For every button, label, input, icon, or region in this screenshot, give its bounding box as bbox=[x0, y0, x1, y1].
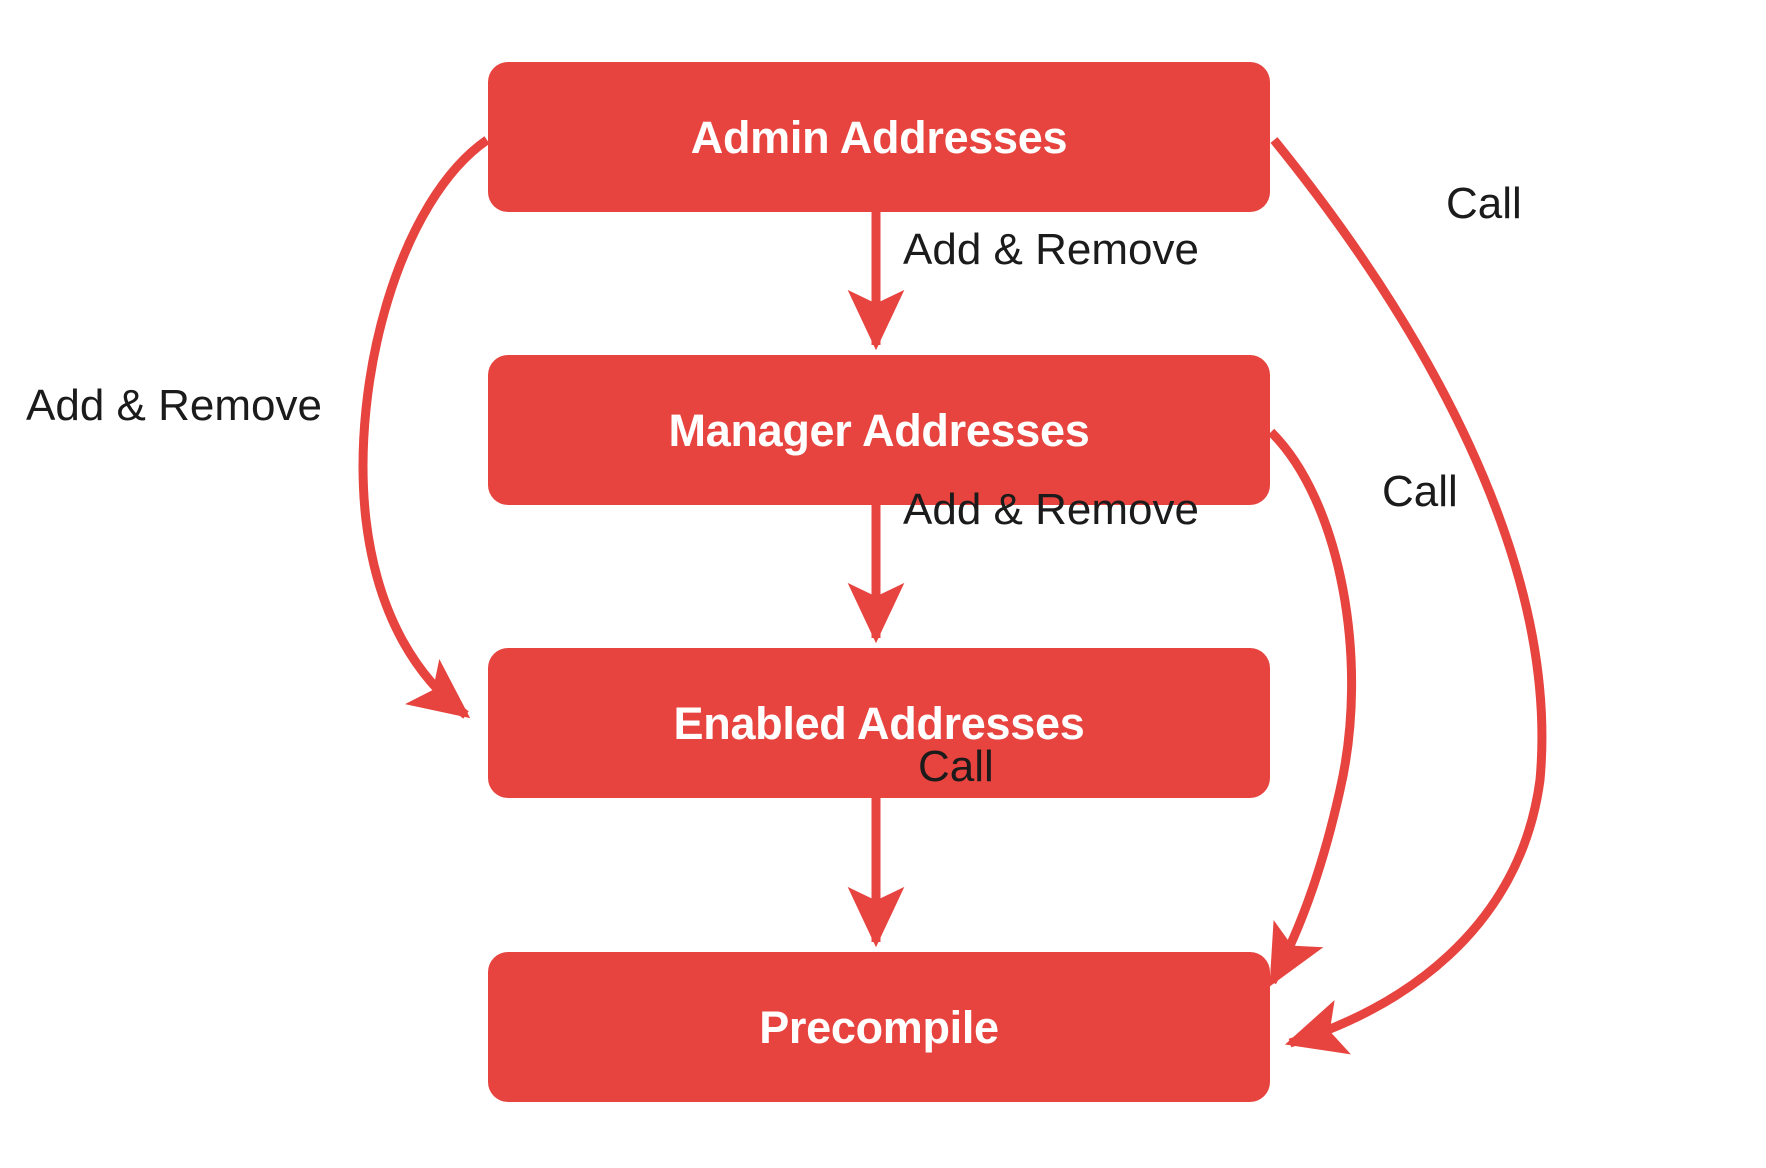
node-label-manager-addresses: Manager Addresses bbox=[668, 404, 1090, 456]
node-label-admin-addresses: Admin Addresses bbox=[690, 111, 1068, 163]
node-label-enabled-addresses: Enabled Addresses bbox=[673, 697, 1085, 749]
node-admin-addresses[interactable]: Admin Addresses bbox=[488, 62, 1270, 212]
node-precompile[interactable]: Precompile bbox=[488, 952, 1270, 1102]
node-label-precompile: Precompile bbox=[759, 1001, 999, 1053]
edge-label-call-middle-right: Call bbox=[1382, 467, 1458, 516]
edge-label-add-remove-left: Add & Remove bbox=[26, 381, 322, 430]
edge-label-call-top-right: Call bbox=[1446, 179, 1522, 228]
node-enabled-addresses[interactable]: Enabled Addresses bbox=[488, 648, 1270, 798]
edge-manager-to-precompile bbox=[1267, 428, 1357, 987]
edge-admin-to-enabled bbox=[358, 136, 490, 719]
edge-label-call-bottom: Call bbox=[918, 742, 994, 791]
edge-label-add-remove-top: Add & Remove bbox=[903, 225, 1199, 274]
edge-admin-to-precompile bbox=[1270, 137, 1547, 1055]
node-manager-addresses[interactable]: Manager Addresses bbox=[488, 355, 1270, 505]
edge-label-add-remove-middle: Add & Remove bbox=[903, 485, 1199, 534]
